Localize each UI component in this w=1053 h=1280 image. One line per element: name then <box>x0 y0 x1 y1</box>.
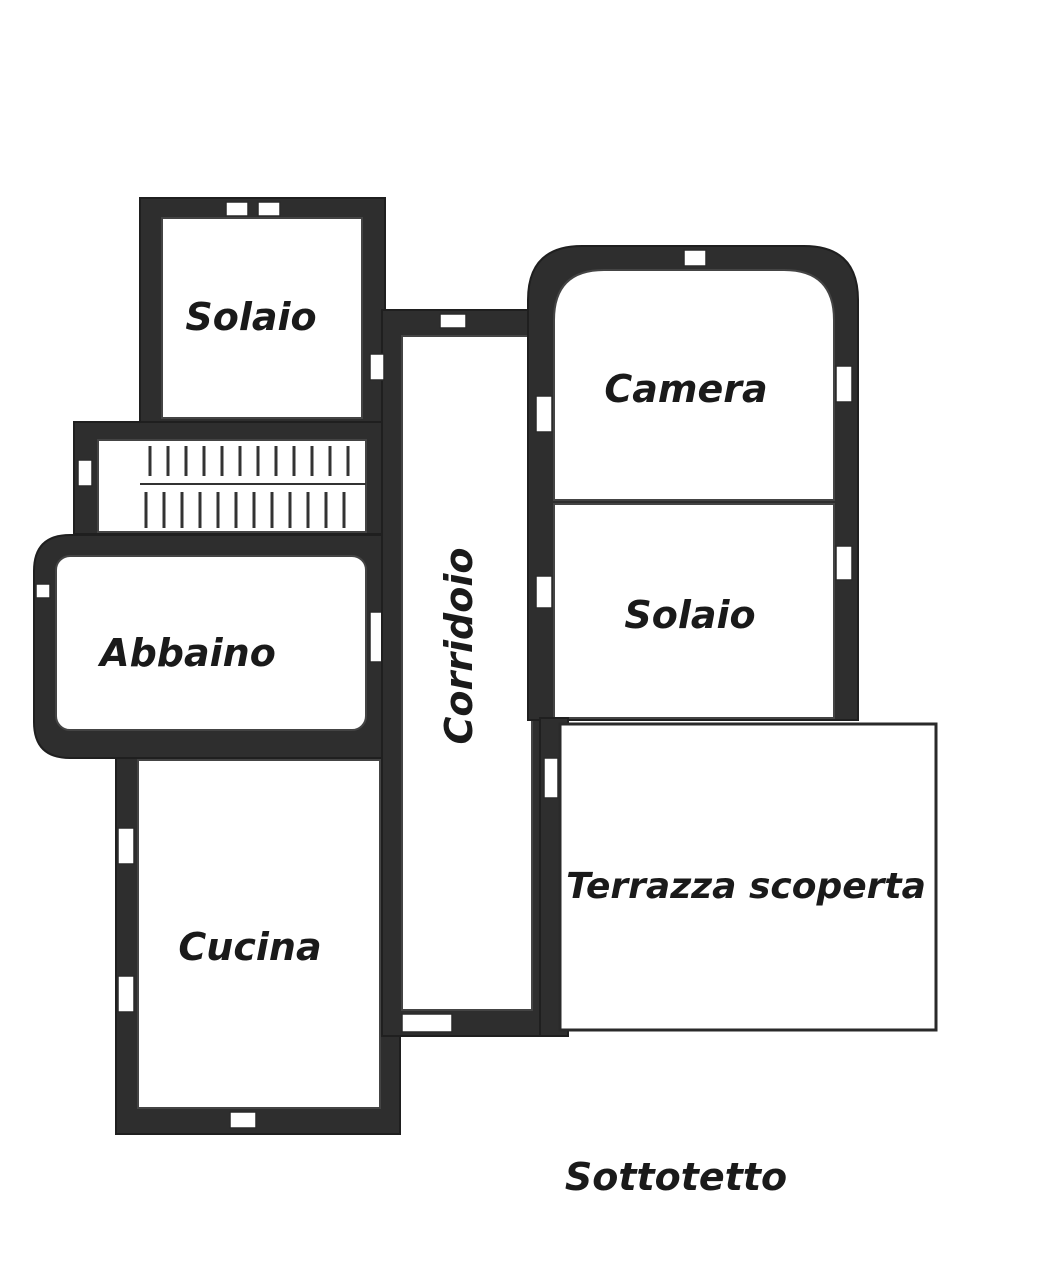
window <box>369 353 385 381</box>
window <box>117 975 135 1013</box>
window <box>35 583 51 599</box>
room-solaio-top-left <box>139 197 386 429</box>
window <box>257 201 281 217</box>
label-solaio-right: Solaio <box>624 593 755 637</box>
label-abbaino: Abbaino <box>97 631 276 675</box>
label-corridoio: Corridoio <box>437 548 481 745</box>
label-solaio-top-left: Solaio <box>185 295 316 339</box>
stair-treads-lower <box>144 492 346 528</box>
window <box>229 1111 257 1129</box>
window <box>77 459 93 487</box>
label-cucina: Cucina <box>178 925 321 969</box>
window <box>401 1013 453 1033</box>
window <box>225 201 249 217</box>
window <box>543 757 559 799</box>
label-camera: Camera <box>604 367 767 411</box>
room-corridoio <box>369 309 553 1037</box>
window <box>439 313 467 329</box>
room-cucina <box>115 757 401 1135</box>
window <box>535 395 553 433</box>
staircase <box>73 421 387 535</box>
label-terrazza-scoperta: Terrazza scoperta <box>566 866 926 907</box>
plan-caption: Sottotetto <box>565 1155 787 1199</box>
room-terrazza-scoperta <box>558 722 938 1032</box>
window <box>835 545 853 581</box>
window <box>117 827 135 865</box>
right-block <box>527 245 859 721</box>
window <box>835 365 853 403</box>
stair-treads-upper <box>148 446 350 476</box>
room-abbaino <box>33 534 389 759</box>
window <box>535 575 553 609</box>
window <box>683 249 707 267</box>
